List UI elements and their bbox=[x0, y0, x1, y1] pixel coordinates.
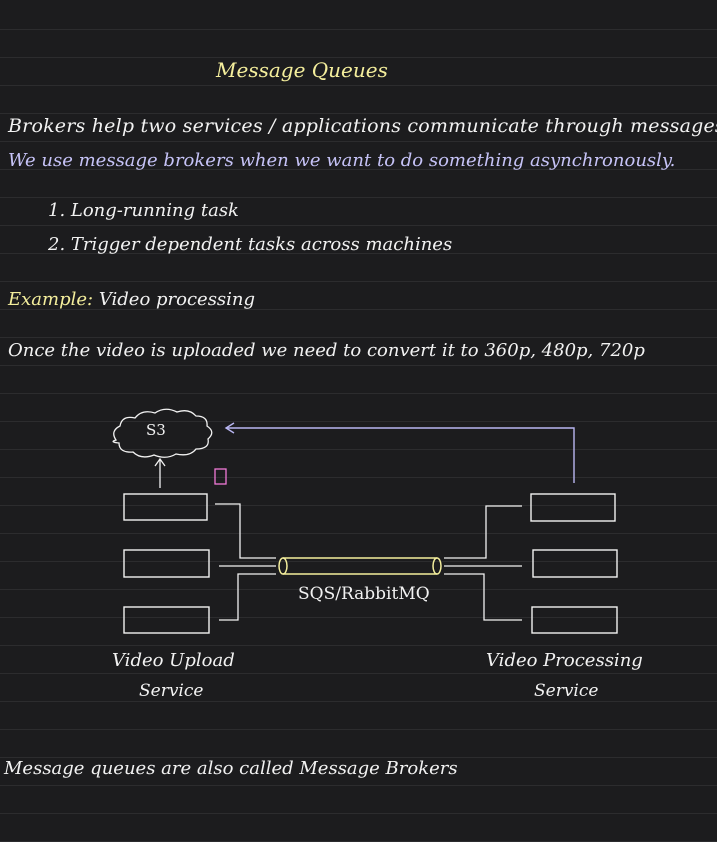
upload-service-instance bbox=[123, 606, 210, 634]
producer-label: Video Upload bbox=[112, 650, 235, 671]
upload-service-instance bbox=[123, 549, 210, 578]
scenario-text: Once the video is uploaded we need to co… bbox=[8, 340, 645, 361]
producer-connectors bbox=[215, 503, 276, 621]
s3-cloud-icon bbox=[112, 408, 213, 458]
intro-usage: We use message brokers when we want to d… bbox=[8, 150, 676, 171]
example-line: Example: Video processing bbox=[8, 289, 255, 310]
s3-label: S3 bbox=[146, 421, 166, 439]
processing-service-instance bbox=[531, 606, 618, 634]
queue-label: SQS/RabbitMQ bbox=[298, 584, 430, 604]
upload-service-instance bbox=[123, 493, 208, 521]
example-value: Video processing bbox=[98, 289, 256, 310]
marker-square bbox=[214, 468, 227, 485]
consumer-connectors bbox=[444, 505, 522, 621]
processing-service-instance bbox=[530, 493, 616, 522]
use-case-item: 2. Trigger dependent tasks across machin… bbox=[48, 234, 453, 255]
message-queue-tube bbox=[278, 557, 442, 575]
intro-definition: Brokers help two services / applications… bbox=[8, 115, 717, 137]
consumer-label-service: Service bbox=[534, 681, 599, 701]
consumer-label: Video Processing bbox=[486, 650, 643, 671]
footer-note: Message queues are also called Message B… bbox=[4, 758, 458, 779]
processing-service-instance bbox=[532, 549, 618, 578]
processing-to-s3-arrow bbox=[224, 422, 575, 483]
producer-label-service: Service bbox=[139, 681, 204, 701]
page-title: Message Queues bbox=[216, 58, 388, 82]
upload-to-s3-arrow bbox=[154, 457, 166, 488]
example-label: Example: bbox=[8, 289, 94, 310]
use-case-item: 1. Long-running task bbox=[48, 200, 239, 221]
